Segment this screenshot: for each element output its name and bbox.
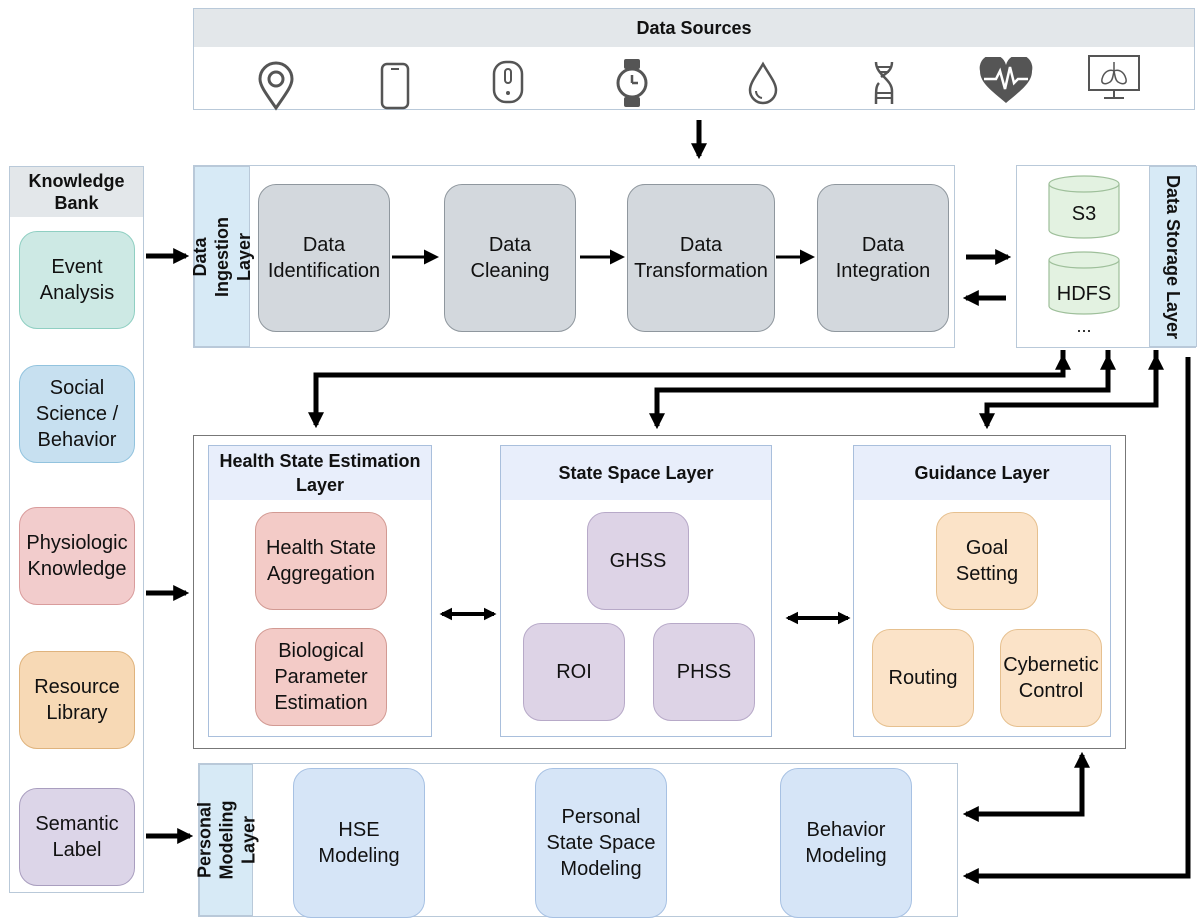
event-analysis-label: Event Analysis: [39, 256, 115, 304]
state-space-header: State Space Layer: [501, 446, 771, 500]
biological-parameter-box: Biological Parameter Estimation: [255, 628, 387, 726]
heart-rate-icon: [979, 57, 1033, 103]
data-sources-panel: Data Sources: [193, 8, 1195, 111]
data-sources-header: Data Sources: [194, 9, 1194, 47]
roi-box: ROI: [523, 623, 625, 721]
data-sources-title: Data Sources: [636, 18, 752, 38]
ghss-box: GHSS: [587, 512, 689, 610]
personal-state-space-modeling-label: Personal State Space Modeling: [546, 806, 656, 880]
cybernetic-control-box: Cybernetic Control: [1000, 629, 1102, 727]
health-state-title: Health State Estimation Layer: [219, 451, 421, 495]
knowledge-bank-panel: Knowledge Bank Event Analysis Social Sci…: [9, 166, 144, 893]
biological-parameter-label: Biological Parameter Estimation: [274, 640, 368, 714]
data-cleaning-label: Data Cleaning: [470, 234, 550, 282]
routing-label: Routing: [888, 667, 958, 689]
semantic-label-box: Semantic Label: [19, 788, 135, 886]
data-transformation-label: Data Transformation: [634, 234, 768, 282]
arrow-analysis-to-personal: [962, 756, 1085, 823]
state-space-title: State Space Layer: [558, 463, 714, 483]
event-analysis-box: Event Analysis: [19, 231, 135, 329]
data-integration-box: Data Integration: [817, 184, 949, 332]
phss-label: PHSS: [676, 661, 732, 683]
knowledge-bank-header: Knowledge Bank: [10, 167, 143, 217]
ghss-label: GHSS: [609, 550, 667, 572]
personal-modeling-label-bar: Personal Modeling Layer: [194, 764, 258, 916]
personal-modeling-panel: Personal Modeling Layer HSE Modeling Per…: [194, 763, 958, 918]
guidance-header: Guidance Layer: [854, 446, 1110, 500]
droplet-icon: [748, 61, 778, 105]
behavior-modeling-box: Behavior Modeling: [780, 768, 912, 918]
data-identification-label: Data Identification: [267, 234, 381, 282]
knowledge-bank-title: Knowledge Bank: [28, 171, 125, 213]
health-state-header: Health State Estimation Layer: [209, 446, 431, 500]
guidance-panel: Guidance Layer Goal Setting Routing Cybe…: [853, 445, 1111, 737]
routing-box: Routing: [872, 629, 974, 727]
data-cleaning-box: Data Cleaning: [444, 184, 576, 332]
goal-setting-box: Goal Setting: [936, 512, 1038, 610]
behavior-modeling-label: Behavior Modeling: [805, 819, 887, 867]
arrow-storage-to-state-space: [648, 350, 1111, 430]
data-ingestion-label-bar: Data Ingestion Layer: [190, 166, 254, 347]
arrow-storage-to-personal: [962, 357, 1191, 885]
phss-box: PHSS: [653, 623, 755, 721]
social-science-label: Social Science / Behavior: [35, 377, 119, 451]
health-state-aggregation-label: Health State Aggregation: [265, 537, 377, 585]
goal-setting-label: Goal Setting: [955, 537, 1019, 585]
s3-label: S3: [1071, 202, 1097, 225]
personal-state-space-modeling-box: Personal State Space Modeling: [535, 768, 667, 918]
data-storage-panel: Data Storage Layer S3 HDFS ...: [1016, 165, 1197, 348]
guidance-title: Guidance Layer: [914, 463, 1050, 483]
smartphone-icon: [380, 62, 410, 110]
hse-modeling-label: HSE Modeling: [318, 819, 400, 867]
data-storage-label-bar: Data Storage Layer: [1149, 166, 1197, 347]
data-integration-label: Data Integration: [835, 234, 931, 282]
s3-cylinder-icon: [1048, 175, 1120, 239]
location-pin-icon: [258, 61, 294, 111]
lung-monitor-icon: [1088, 55, 1140, 99]
semantic-label-label: Semantic Label: [35, 813, 119, 861]
analysis-layers-panel: Health State Estimation Layer Health Sta…: [193, 435, 1126, 749]
health-state-panel: Health State Estimation Layer Health Sta…: [208, 445, 432, 737]
physiologic-knowledge-box: Physiologic Knowledge: [19, 507, 135, 605]
hdfs-cylinder-icon: [1048, 251, 1120, 315]
physiologic-knowledge-label: Physiologic Knowledge: [26, 532, 128, 580]
wearable-sensor-icon: [492, 60, 524, 104]
resource-library-box: Resource Library: [19, 651, 135, 749]
data-ingestion-panel: Data Ingestion Layer Data Identification…: [190, 165, 955, 348]
cybernetic-control-label: Cybernetic Control: [1003, 654, 1099, 702]
hse-modeling-box: HSE Modeling: [293, 768, 425, 918]
dna-icon: [874, 61, 894, 105]
hdfs-label: HDFS: [1056, 282, 1112, 305]
state-space-panel: State Space Layer GHSS ROI PHSS: [500, 445, 772, 737]
data-identification-box: Data Identification: [258, 184, 390, 332]
resource-library-label: Resource Library: [34, 676, 120, 724]
data-transformation-box: Data Transformation: [627, 184, 775, 332]
roi-label: ROI: [556, 661, 592, 683]
social-science-box: Social Science / Behavior: [19, 365, 135, 463]
smartwatch-icon: [616, 59, 648, 107]
storage-more-label: ...: [1076, 315, 1092, 336]
health-state-aggregation-box: Health State Aggregation: [255, 512, 387, 610]
